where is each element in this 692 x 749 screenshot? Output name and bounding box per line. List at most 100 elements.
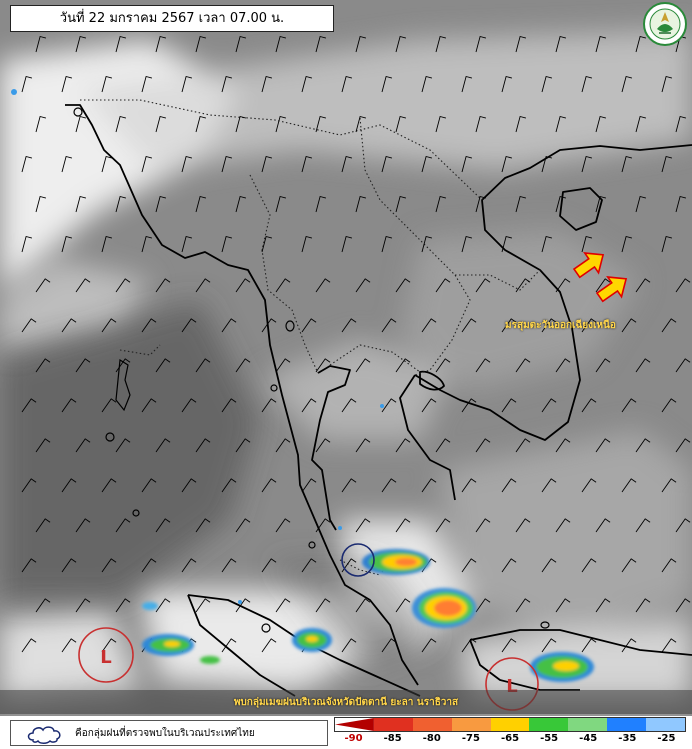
wind-barb [275, 598, 291, 613]
wind-barb [435, 115, 447, 133]
wind-barb [501, 155, 513, 173]
wind-barb [621, 235, 633, 253]
wind-barb [635, 598, 651, 613]
wind-barb [595, 598, 611, 613]
wind-barb [35, 35, 47, 53]
low-pressure-symbol-east: L [506, 676, 517, 697]
color-scale-ticks: -90-85-80-75-65-55-45-35-25 [334, 732, 686, 746]
color-scale-segment [412, 718, 452, 731]
wind-barb [515, 278, 531, 293]
wind-barb [395, 518, 411, 533]
wind-barb [475, 518, 491, 533]
wind-barb [581, 478, 597, 493]
wind-barb [21, 75, 33, 93]
wind-barb [155, 195, 167, 213]
wind-barb [221, 155, 233, 173]
wind-barb [675, 115, 687, 133]
wind-barb [75, 518, 91, 533]
land-boundaries [65, 104, 692, 697]
wind-barb [661, 75, 673, 93]
wind-barb [381, 638, 397, 653]
wind-barb [61, 638, 77, 653]
wind-barb [315, 115, 327, 133]
wind-barb [475, 598, 491, 613]
wind-barb [355, 438, 371, 453]
wind-barb [195, 518, 211, 533]
color-scale-segment [451, 718, 491, 731]
wind-barb [501, 235, 513, 253]
wind-barb [141, 478, 157, 493]
wind-barb [435, 358, 451, 373]
wind-barb [235, 438, 251, 453]
wind-barb [435, 35, 447, 53]
wind-barb [221, 478, 237, 493]
wind-barb [261, 155, 273, 173]
wind-barb [75, 115, 87, 133]
wind-barb [595, 438, 611, 453]
color-scale-segment [335, 718, 374, 731]
wind-barb [515, 195, 527, 213]
color-scale-label: -90 [344, 733, 363, 744]
wind-barb [101, 638, 117, 653]
wind-barb [155, 35, 167, 53]
wind-barb [581, 318, 597, 333]
wind-barb [635, 195, 647, 213]
wind-barb [181, 155, 193, 173]
monsoon-arrow-upper [572, 252, 605, 279]
wind-barb [275, 358, 291, 373]
wind-barb [275, 518, 291, 533]
rain-area-circle [341, 543, 375, 577]
rain-cluster-pattani [362, 549, 430, 575]
wind-barb [635, 438, 651, 453]
wind-barb [61, 478, 77, 493]
wind-barb [115, 195, 127, 213]
wind-barb [541, 155, 553, 173]
color-scale-label: -25 [657, 733, 676, 744]
wind-barb [461, 558, 477, 573]
wind-barb [435, 195, 447, 213]
wind-barb [541, 318, 557, 333]
color-scale-label: -80 [422, 733, 441, 744]
color-scale-segment [529, 718, 569, 731]
cloud-outline-icon [27, 726, 61, 744]
wind-barb [501, 478, 517, 493]
wind-barb [475, 195, 487, 213]
wind-barb [381, 235, 393, 253]
wind-barb [501, 75, 513, 93]
wind-barb [221, 75, 233, 93]
wind-barb [75, 438, 91, 453]
wind-barb [581, 155, 593, 173]
wind-barb [621, 318, 637, 333]
wind-barb [115, 115, 127, 133]
wind-barb [115, 358, 131, 373]
wind-barb [355, 358, 371, 373]
wind-barbs [21, 35, 691, 653]
wind-barb [341, 638, 357, 653]
cloud-legend-text: คือกลุ่มฝนที่ตรวจพบในบริเวณประเทศไทย [75, 728, 255, 739]
wind-barb [195, 278, 211, 293]
wind-barb [115, 35, 127, 53]
wind-barb [355, 35, 367, 53]
wind-barb [661, 638, 677, 653]
wind-barb [235, 115, 247, 133]
wind-barb [101, 75, 113, 93]
wind-barb [555, 278, 571, 293]
wind-barb [315, 598, 331, 613]
wind-barb [395, 278, 411, 293]
wind-barb [635, 35, 647, 53]
wind-barb [555, 438, 571, 453]
wind-barb [21, 478, 37, 493]
wind-barb [595, 278, 611, 293]
wind-barb [461, 638, 477, 653]
wind-barb [115, 438, 131, 453]
wind-barb [35, 195, 47, 213]
wind-barb [515, 598, 531, 613]
wind-barb [101, 558, 117, 573]
wind-barb [621, 558, 637, 573]
wind-barb [635, 115, 647, 133]
wind-barb [101, 155, 113, 173]
wind-barb [461, 235, 473, 253]
wind-barb [261, 75, 273, 93]
wind-barb [461, 478, 477, 493]
wind-barb [181, 558, 197, 573]
